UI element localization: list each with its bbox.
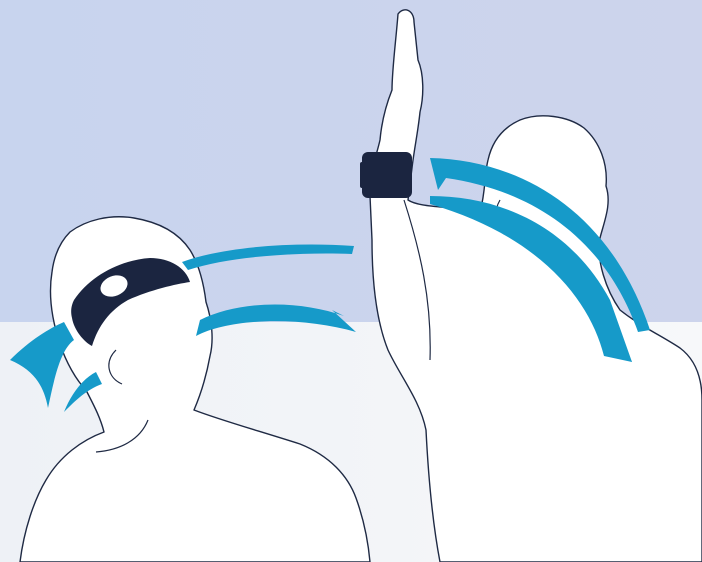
wristband-device-icon: [360, 152, 412, 198]
